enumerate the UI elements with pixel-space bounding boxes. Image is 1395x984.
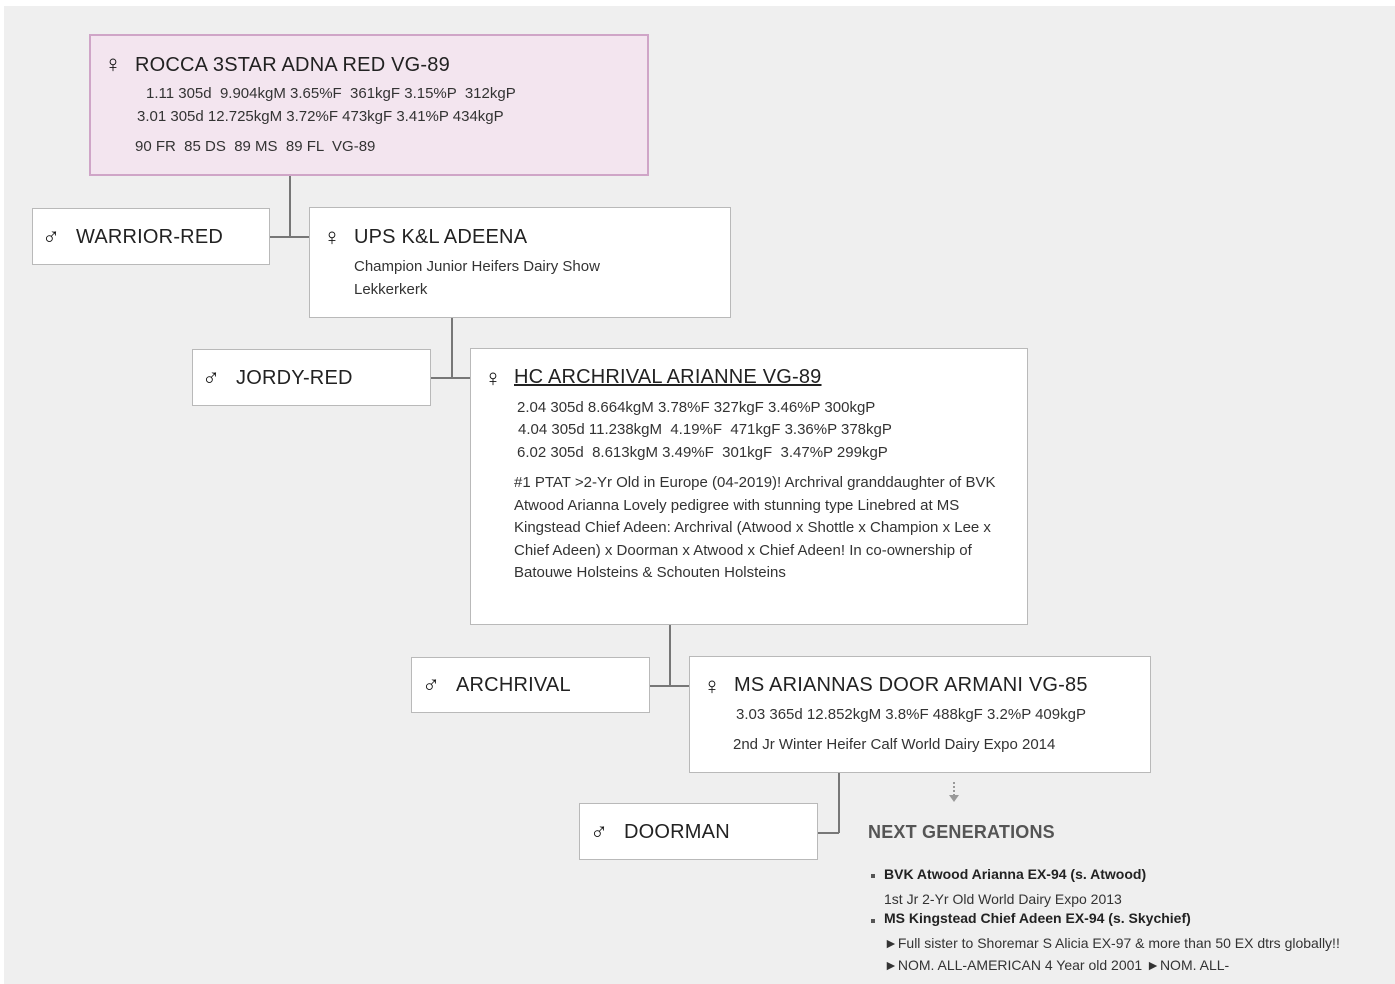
connector-dam2-dam3 [669,624,671,686]
main-animal-card[interactable]: ♀ ROCCA 3STAR ADNA RED VG-89 1.11 305d 9… [89,34,649,176]
dam-card-ms-ariannas-door-armani[interactable]: ♀ MS ARIANNAS DOOR ARMANI VG-85 3.03 365… [689,656,1151,773]
main-animal-name: ROCCA 3STAR ADNA RED VG-89 [135,54,450,76]
sire-card-warrior-red[interactable]: ♂ WARRIOR-RED [32,208,270,265]
dam-note: #1 PTAT >2-Yr Old in Europe (04-2019)! A… [514,474,996,581]
next-gen-item-name: BVK Atwood Arianna EX-94 (s. Atwood) [884,866,1147,882]
next-gen-item-desc: 1st Jr 2-Yr Old World Dairy Expo 2013 [884,891,1122,907]
connector-sire2 [430,377,471,379]
female-icon: ♀ [703,673,721,700]
next-gen-item-desc: ►Full sister to Shoremar S Alicia EX-97 … [884,935,1340,973]
dam-record-3: 6.02 305d 8.613kgM 3.49%F 301kgF 3.47%P … [517,444,888,461]
male-icon: ♂ [590,818,608,845]
sire-name: DOORMAN [624,821,730,843]
dam-record: 3.03 365d 12.852kgM 3.8%F 488kgF 3.2%P 4… [736,706,1086,723]
dam-note: Champion Junior Heifers Dairy Show Lekke… [354,258,600,298]
connector-sire4 [817,832,839,834]
connector-dam1-dam2 [451,317,453,378]
next-gen-item-name: MS Kingstead Chief Adeen EX-94 (s. Skych… [884,910,1191,926]
dam-card-ups-kl-adeena[interactable]: ♀ UPS K&L ADEENA Champion Junior Heifers… [309,207,731,318]
bullet-icon [871,919,875,923]
dam-record-1: 2.04 305d 8.664kgM 3.78%F 327kgF 3.46%P … [517,399,876,416]
main-record-1: 1.11 305d 9.904kgM 3.65%F 361kgF 3.15%P … [146,85,516,102]
male-icon: ♂ [42,223,60,250]
next-generations-heading: NEXT GENERATIONS [868,822,1055,842]
dam-note: 2nd Jr Winter Heifer Calf World Dairy Ex… [733,736,1056,753]
dam-name: MS ARIANNAS DOOR ARMANI VG-85 [734,674,1088,696]
connector-dam3-sire4 [838,772,840,833]
male-icon: ♂ [202,364,220,391]
dam-card-hc-archrival-arianne[interactable]: ♀ HC ARCHRIVAL ARIANNE VG-89 2.04 305d 8… [470,348,1028,625]
sire-card-jordy-red[interactable]: ♂ JORDY-RED [192,349,431,406]
sire-name: WARRIOR-RED [76,226,224,248]
connector-sire1 [269,236,310,238]
sire-card-archrival[interactable]: ♂ ARCHRIVAL [411,657,650,713]
male-icon: ♂ [422,671,440,698]
dam-name-link[interactable]: HC ARCHRIVAL ARIANNE VG-89 [514,366,822,388]
main-scores: 90 FR 85 DS 89 MS 89 FL VG-89 [135,138,376,155]
female-icon: ♀ [323,224,341,251]
connector-sire3 [649,685,690,687]
dam-name: UPS K&L ADEENA [354,226,528,248]
dam-record-2: 4.04 305d 11.238kgM 4.19%F 471kgF 3.36%P… [518,421,892,438]
main-record-2: 3.01 305d 12.725kgM 3.72%F 473kgF 3.41%P… [137,108,504,125]
sire-name: ARCHRIVAL [456,674,571,696]
connector-main-dam1 [289,175,291,237]
expand-down-arrow-icon[interactable] [947,780,961,807]
female-icon: ♀ [104,51,122,78]
sire-name: JORDY-RED [236,367,353,389]
bullet-icon [871,874,875,878]
sire-card-doorman[interactable]: ♂ DOORMAN [579,803,818,860]
female-icon: ♀ [484,365,502,392]
